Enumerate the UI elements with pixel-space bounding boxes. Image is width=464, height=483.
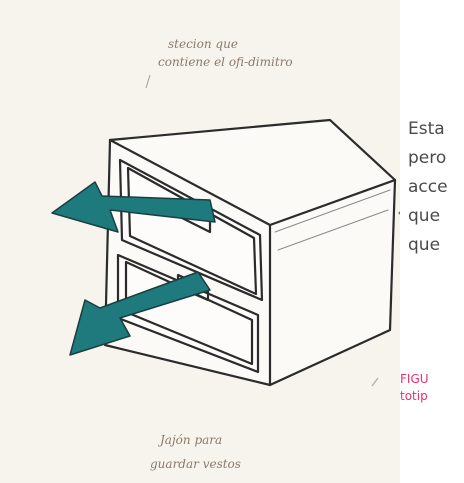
body-line: Esta xyxy=(408,119,445,139)
body-line: que xyxy=(408,206,441,226)
arrow-top xyxy=(51,181,216,233)
body-line: pero xyxy=(408,148,447,168)
body-paragraph: Esta pero acce que que xyxy=(408,115,464,260)
drawer-cabinet-sketch: stecion que contiene el ofi-dimitro Jajó… xyxy=(51,37,400,471)
sketch-image: stecion que contiene el ofi-dimitro Jajó… xyxy=(0,0,400,483)
bottom-note-line-2: guardar vestos xyxy=(150,457,241,471)
top-note-line-2: contiene el ofi-dimitro xyxy=(158,55,293,69)
caption-line: totip xyxy=(400,389,428,403)
body-line: acce xyxy=(408,177,448,197)
bottom-note-line-1: Jajón para xyxy=(157,433,222,447)
body-line: que xyxy=(408,235,441,255)
top-note-line-1: stecion que xyxy=(168,37,238,51)
caption-line: FIGU xyxy=(400,372,429,386)
arrow-bottom xyxy=(69,271,211,356)
cabinet-outline xyxy=(103,118,397,387)
figure-caption: FIGU totip xyxy=(400,371,464,405)
